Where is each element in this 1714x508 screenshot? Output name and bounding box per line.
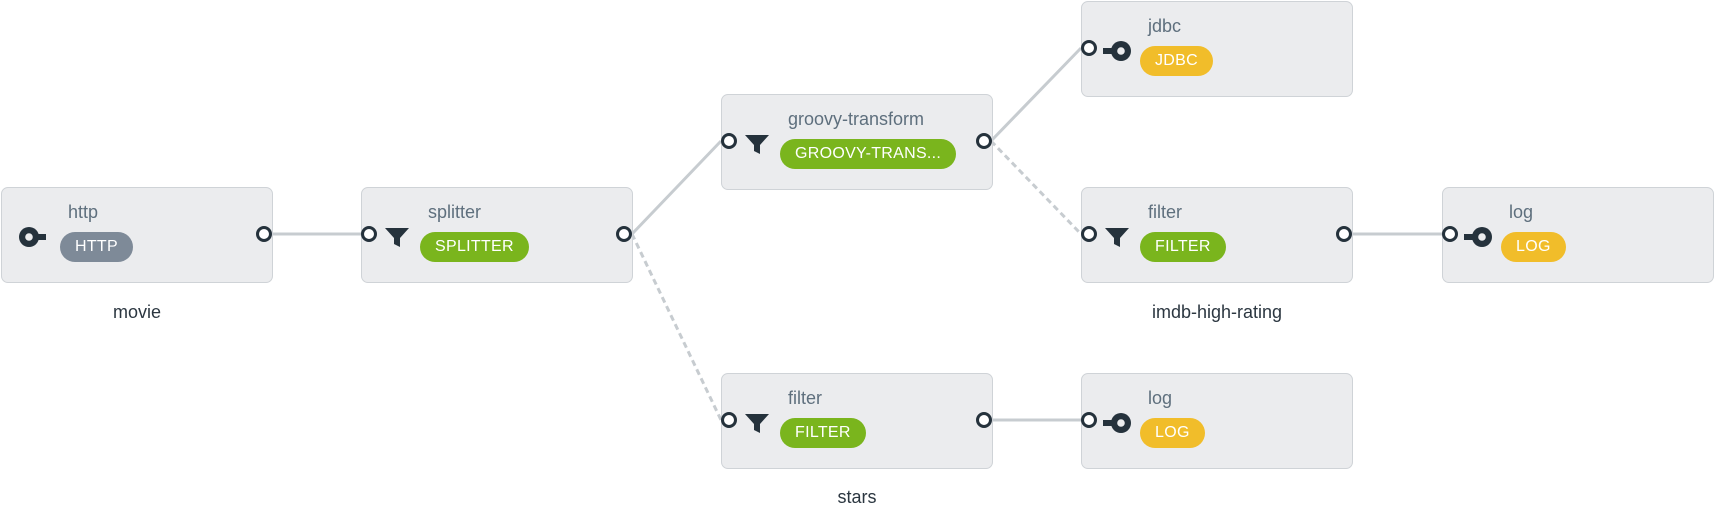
node-type-badge: LOG xyxy=(1140,418,1205,448)
input-port[interactable] xyxy=(1081,40,1097,56)
node-filter-high-rating[interactable]: filter FILTER xyxy=(1081,187,1353,283)
node-log-stars[interactable]: log LOG xyxy=(1081,373,1353,469)
input-port[interactable] xyxy=(1442,226,1458,242)
output-port[interactable] xyxy=(1336,226,1352,242)
link-groovy-jdbc xyxy=(989,46,1083,143)
node-jdbc[interactable]: jdbc JDBC xyxy=(1081,1,1353,97)
node-type-badge: JDBC xyxy=(1140,46,1213,76)
node-type-badge: GROOVY-TRANS... xyxy=(780,139,957,169)
node-type-badge: SPLITTER xyxy=(420,232,529,262)
sink-icon xyxy=(1464,227,1492,247)
filter-icon xyxy=(1105,228,1129,247)
input-port[interactable] xyxy=(1081,226,1097,242)
node-splitter[interactable]: splitter SPLITTER xyxy=(361,187,633,283)
filter-icon xyxy=(385,228,409,247)
node-name: log xyxy=(1509,202,1534,222)
node-name: groovy-transform xyxy=(788,109,925,129)
tap-splitter-filter-stars xyxy=(630,233,723,421)
node-http[interactable]: http HTTP xyxy=(1,187,273,283)
source-icon xyxy=(19,227,46,247)
filter-icon xyxy=(745,414,769,433)
output-port[interactable] xyxy=(976,133,992,149)
filter-icon xyxy=(745,135,769,154)
link-splitter-groovy xyxy=(630,139,723,236)
output-port[interactable] xyxy=(976,412,992,428)
tap-groovy-filter-high xyxy=(989,139,1083,236)
input-port[interactable] xyxy=(1081,412,1097,428)
node-name: splitter xyxy=(428,202,482,222)
input-port[interactable] xyxy=(721,412,737,428)
node-log-high-rating[interactable]: log LOG xyxy=(1442,187,1714,283)
app-label-imdb-high-rating: imdb-high-rating xyxy=(1151,302,1283,322)
node-name: http xyxy=(68,202,99,222)
app-label-stars: stars xyxy=(837,487,877,507)
input-port[interactable] xyxy=(721,133,737,149)
node-groovy-transform[interactable]: groovy-transform GROOVY-TRANS... xyxy=(721,94,993,190)
app-label-movie: movie xyxy=(112,302,162,322)
input-port[interactable] xyxy=(361,226,377,242)
node-type-badge: FILTER xyxy=(780,418,866,448)
node-type-badge: LOG xyxy=(1501,232,1566,262)
node-name: filter xyxy=(788,388,823,408)
node-name: filter xyxy=(1148,202,1183,222)
sink-icon xyxy=(1103,413,1131,433)
node-filter-stars[interactable]: filter FILTER xyxy=(721,373,993,469)
node-type-badge: HTTP xyxy=(60,232,133,262)
node-type-badge: FILTER xyxy=(1140,232,1226,262)
output-port[interactable] xyxy=(256,226,272,242)
sink-icon xyxy=(1103,41,1131,61)
node-name: jdbc xyxy=(1148,16,1182,36)
output-port[interactable] xyxy=(616,226,632,242)
node-name: log xyxy=(1148,388,1173,408)
